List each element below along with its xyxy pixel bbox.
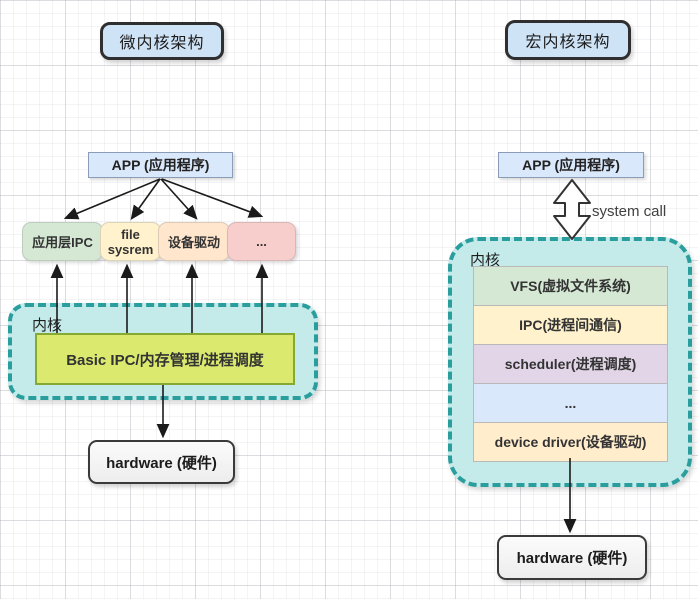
system-call-double-arrow-icon	[553, 179, 591, 240]
service-label: ...	[256, 234, 267, 249]
left-hardware-label: hardware (硬件)	[106, 454, 217, 472]
service-box-app-ipc: 应用层IPC	[22, 222, 103, 261]
right-title-badge: 宏内核架构	[505, 20, 631, 60]
layer-label: device driver(设备驱动)	[494, 434, 647, 450]
left-app-label: APP (应用程序)	[111, 157, 210, 173]
left-title-label: 微内核架构	[119, 35, 205, 52]
left-app-fan-arrows	[63, 178, 264, 220]
right-hardware-box: hardware (硬件)	[497, 535, 647, 580]
layer-row-scheduler: scheduler(进程调度)	[474, 345, 667, 384]
service-label: 设备驱动	[167, 235, 220, 250]
right-app-label: APP (应用程序)	[522, 157, 620, 173]
layer-row-vfs: VFS(虚拟文件系统)	[474, 267, 667, 306]
system-call-label: system call	[592, 203, 667, 220]
service-box-file-system: file sysrem	[100, 222, 161, 261]
layer-row-ellipsis: ...	[474, 384, 667, 423]
left-kernel-label: 内核	[32, 317, 63, 334]
right-kernel-layer-stack: VFS(虚拟文件系统) IPC(进程间通信) scheduler(进程调度) .…	[473, 266, 668, 462]
right-app-box: APP (应用程序)	[498, 152, 644, 178]
service-box-device-driver: 设备驱动	[158, 222, 230, 261]
service-label: 应用层IPC	[32, 235, 93, 250]
right-kernel-label: 内核	[470, 252, 501, 269]
left-kernel-core-box: Basic IPC/内存管理/进程调度	[35, 333, 295, 385]
left-kernel-core-label: Basic IPC/内存管理/进程调度	[66, 351, 264, 369]
layer-label: IPC(进程间通信)	[519, 317, 622, 333]
right-title-label: 宏内核架构	[525, 34, 611, 51]
left-title-badge: 微内核架构	[100, 22, 224, 60]
layer-label: scheduler(进程调度)	[504, 356, 637, 372]
service-box-ellipsis: ...	[227, 222, 296, 261]
layer-label: ...	[564, 395, 577, 411]
left-hardware-box: hardware (硬件)	[88, 440, 235, 484]
layer-row-device-driver: device driver(设备驱动)	[474, 423, 667, 461]
left-app-box: APP (应用程序)	[88, 152, 233, 178]
layer-label: VFS(虚拟文件系统)	[510, 278, 631, 294]
layer-row-ipc: IPC(进程间通信)	[474, 306, 667, 345]
right-hardware-label: hardware (硬件)	[516, 550, 628, 567]
service-label: file sysrem	[107, 226, 154, 257]
